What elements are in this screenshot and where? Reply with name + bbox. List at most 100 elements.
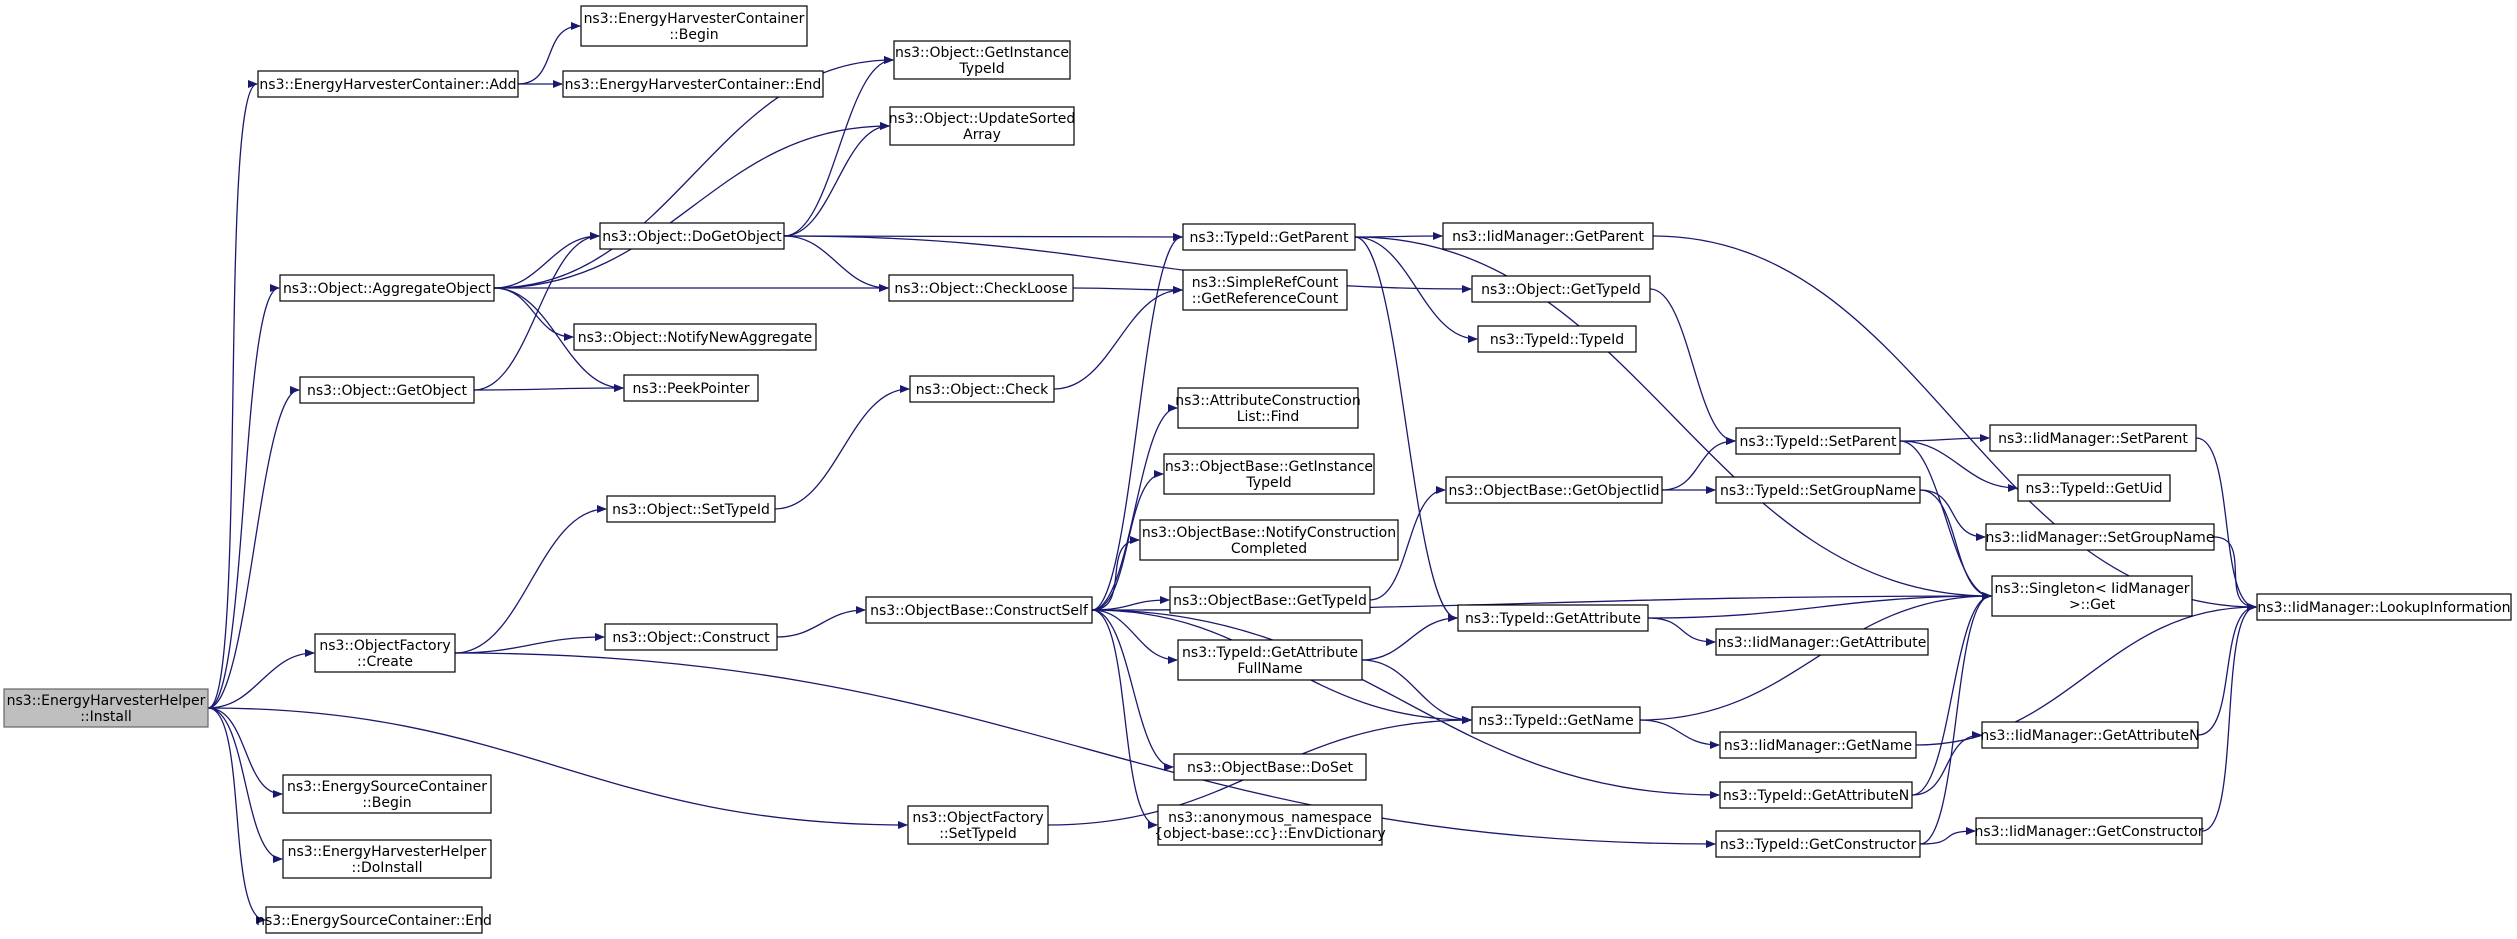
node-box [265,906,483,934]
node-ob-getobjectiid[interactable]: ns3::ObjectBase::GetObjectIid [1445,476,1663,504]
node-obj-settypeid[interactable]: ns3::Object::SetTypeId [606,495,776,523]
edge-path [1899,440,1992,600]
node-box [623,374,759,402]
edge-path [783,235,1472,293]
node-box [907,805,1049,845]
edge-tid_getattrn-to-iid_getattrn [1911,731,1982,796]
edge-path [493,122,890,289]
node-esc-end[interactable]: ns3::EnergySourceContainer::End [256,906,492,934]
node-iid-lookup[interactable]: ns3::IidManager::LookupInformation [2256,593,2512,621]
node-peekpointer[interactable]: ns3::PeekPointer [623,374,759,402]
node-label: ns3::TypeId::SetGroupName [1720,483,1916,499]
edge-path [1919,827,1976,845]
node-anon-envdict[interactable]: ns3::anonymous_namespace{object-base::cc… [1154,804,1386,846]
node-ob-constructself[interactable]: ns3::ObjectBase::ConstructSelf [865,596,1093,624]
node-ehc-end[interactable]: ns3::EnergyHarvesterContainer::End [562,70,824,98]
node-tid-setgroup[interactable]: ns3::TypeId::SetGroupName [1715,476,1921,504]
edge-path [783,122,890,237]
node-iid-getctor[interactable]: ns3::IidManager::GetConstructor [1974,817,2204,845]
node-iid-getname[interactable]: ns3::IidManager::GetName [1719,731,1917,759]
edge-ehc_add-to-ehc_begin [517,22,581,85]
node-label: ns3::Object::NotifyNewAggregate [578,330,812,346]
node-label: ns3::EnergyHarvesterContainer::End [565,77,822,93]
edge-path [207,707,908,829]
edge-obj_aggregate-to-peekpointer [493,287,624,392]
node-obj-notifynew[interactable]: ns3::Object::NotifyNewAggregate [573,323,817,351]
node-tid-getuid[interactable]: ns3::TypeId::GetUid [2017,474,2171,502]
node-tid-getctor[interactable]: ns3::TypeId::GetConstructor [1715,830,1921,858]
edge-install-to-ehh_doinstall [207,707,283,863]
node-label: ns3::SimpleRefCount [1192,275,1339,291]
node-box [1457,604,1649,632]
edge-install-to-of_create [207,649,315,709]
edge-path [1911,731,1982,796]
node-iid-setparent[interactable]: ns3::IidManager::SetParent [1989,424,2197,452]
edge-iid_setparent-to-iid_lookup [2195,437,2257,611]
edge-tid_getparent-to-tid_typeid [1354,236,1478,343]
node-ehh-doinstall[interactable]: ns3::EnergyHarvesterHelper::DoInstall [282,839,492,879]
node-iid-getattribute[interactable]: ns3::IidManager::GetAttribute [1715,628,1929,656]
node-iid-getattrn[interactable]: ns3::IidManager::GetAttributeN [1980,721,2200,749]
node-tid-getparent[interactable]: ns3::TypeId::GetParent [1182,223,1356,251]
node-srefcount[interactable]: ns3::SimpleRefCount::GetReferenceCount [1182,269,1348,311]
node-label: ns3::IidManager::GetAttributeN [1980,728,2199,744]
node-box [1177,639,1363,681]
edge-path [1354,236,1478,343]
node-obj-aggregate[interactable]: ns3::Object::AggregateObject [279,274,495,302]
edge-obj_checkloose-to-srefcount [1072,285,1183,294]
node-obj-gettypeid[interactable]: ns3::Object::GetTypeId [1471,275,1651,303]
edge-path [783,235,889,292]
node-obj-getobject[interactable]: ns3::Object::GetObject [299,376,475,404]
node-obj-checkloose[interactable]: ns3::Object::CheckLoose [888,274,1074,302]
edge-obj_aggregate-to-obj_dogetobject [493,232,600,289]
node-tid-getattribute[interactable]: ns3::TypeId::GetAttribute [1457,604,1649,632]
node-obj-check[interactable]: ns3::Object::Check [909,375,1055,403]
node-ehc-add[interactable]: ns3::EnergyHarvesterContainer::Add [257,70,519,98]
node-box [1157,804,1383,846]
node-ob-gettypeid[interactable]: ns3::ObjectBase::GetTypeId [1169,586,1371,614]
node-ob-notifycons[interactable]: ns3::ObjectBase::NotifyConstructionCompl… [1139,519,1399,561]
node-of-create[interactable]: ns3::ObjectFactory::Create [314,633,456,673]
edge-obj_dogetobject-to-obj_checkloose [783,235,889,292]
node-box [865,596,1093,624]
node-esc-begin[interactable]: ns3::EnergySourceContainer::Begin [282,774,492,814]
node-of-settypeid[interactable]: ns3::ObjectFactory::SetTypeId [907,805,1049,845]
node-tid-setparent[interactable]: ns3::TypeId::SetParent [1735,427,1901,455]
node-iid-getparent[interactable]: ns3::IidManager::GetParent [1442,222,1654,250]
node-label: ns3::ObjectBase::GetObjectIid [1448,483,1659,499]
node-singleton-get[interactable]: ns3::Singleton< IidManager >::Get [1991,575,2193,617]
node-label: ns3::IidManager::GetAttribute [1718,635,1927,651]
node-label: ::GetReferenceCount [1192,291,1339,307]
node-label: ns3::TypeId::GetAttribute [1465,611,1641,627]
node-label: ns3::Object::Construct [612,630,770,646]
node-box [1471,275,1651,303]
edge-path [1647,592,1992,619]
edge-obj_getobject-to-peekpointer [473,384,624,393]
edge-obj_settypeid-to-obj_check [774,385,910,510]
node-label: ns3::TypeId::SetParent [1740,434,1897,450]
node-box [1182,269,1348,311]
edge-path [1091,233,1183,611]
node-label: ns3::Object::AggregateObject [283,281,492,297]
edge-path [1369,486,1446,601]
node-install[interactable]: ns3::EnergyHarvesterHelper::Install [3,688,209,728]
node-tid-getattrn[interactable]: ns3::TypeId::GetAttributeN [1719,781,1913,809]
node-iid-setgroup[interactable]: ns3::IidManager::SetGroupName [1985,523,2215,551]
edge-path [473,232,600,391]
node-tid-getname[interactable]: ns3::TypeId::GetName [1471,706,1641,734]
edge-obj_getobject-to-obj_dogetobject [473,232,600,391]
node-ob-doset[interactable]: ns3::ObjectBase::DoSet [1173,753,1367,781]
node-obj-construct[interactable]: ns3::Object::Construct [604,623,778,651]
node-tid-typeid[interactable]: ns3::TypeId::TypeId [1477,325,1637,353]
node-ehc-begin[interactable]: ns3::EnergyHarvesterContainer::Begin [580,5,808,47]
node-obj-dogetobject[interactable]: ns3::Object::DoGetObject [599,222,785,250]
node-box [604,623,778,651]
node-label: {object-base::cc}::EnvDictionary [1154,826,1385,842]
node-label: ns3::TypeId::GetConstructor [1720,837,1916,853]
edge-path [1354,236,1458,622]
